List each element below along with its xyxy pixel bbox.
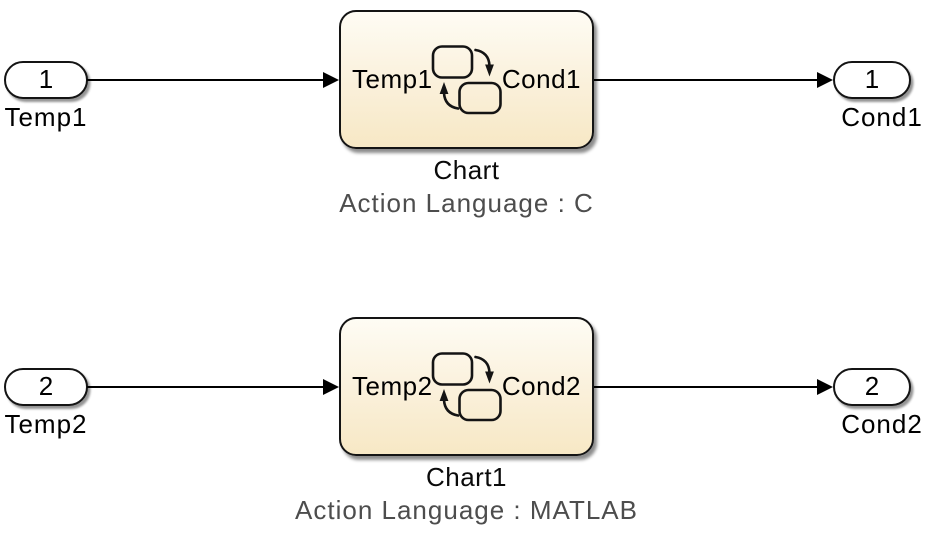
- wire-chart-to-outport[interactable]: [594, 79, 818, 81]
- inport-block-1[interactable]: 1: [4, 61, 88, 99]
- inport-label: Temp2: [4, 409, 88, 439]
- outport-block-2[interactable]: 2: [833, 368, 911, 406]
- chart-input-port-label: Temp1: [352, 63, 433, 94]
- chart-input-port-label: Temp2: [352, 370, 433, 401]
- outport-label: Cond2: [841, 409, 923, 439]
- wire-chart-to-outport[interactable]: [594, 386, 818, 388]
- outport-block-1[interactable]: 1: [833, 61, 911, 99]
- chart-output-port-label: Cond1: [501, 63, 581, 94]
- wire-arrowhead-icon: [323, 378, 339, 395]
- chart-name-label: Chart: [433, 155, 500, 185]
- inport-block-2[interactable]: 2: [4, 368, 88, 406]
- wire-inport-to-chart[interactable]: [87, 79, 324, 81]
- model-row-2: 2 Temp2 Temp2 Cond2: [0, 307, 930, 543]
- stateflow-chart-block[interactable]: Temp1 Cond1: [339, 10, 594, 149]
- outport-number: 1: [864, 64, 880, 94]
- stateflow-chart-block[interactable]: Temp2 Cond2: [339, 317, 594, 456]
- chart-name-label: Chart1: [425, 462, 508, 492]
- chart-output-port-label: Cond2: [501, 370, 581, 401]
- stateflow-icon: [431, 352, 502, 422]
- outport-label: Cond1: [841, 102, 923, 132]
- inport-label: Temp1: [4, 102, 88, 132]
- inport-number: 1: [38, 64, 54, 94]
- wire-arrowhead-icon: [323, 71, 339, 88]
- wire-arrowhead-icon: [817, 378, 833, 395]
- chart-annotation: Action Language : MATLAB: [295, 495, 638, 525]
- wire-inport-to-chart[interactable]: [87, 386, 324, 388]
- outport-number: 2: [864, 371, 880, 401]
- chart-annotation: Action Language : C: [339, 188, 594, 218]
- wire-arrowhead-icon: [817, 71, 833, 88]
- inport-number: 2: [38, 371, 54, 401]
- model-row-1: 1 Temp1 Temp1 Cond1: [0, 0, 930, 236]
- stateflow-icon: [431, 45, 502, 115]
